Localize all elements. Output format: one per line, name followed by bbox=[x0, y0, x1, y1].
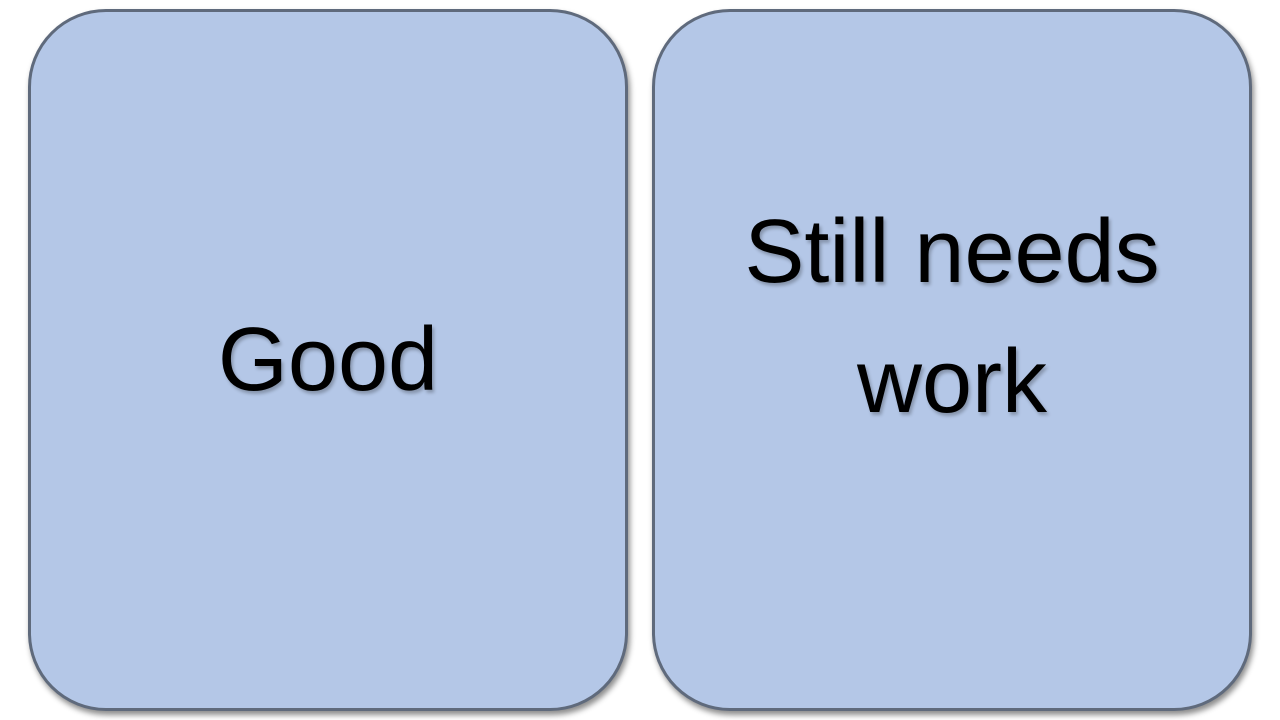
card-still-needs-work-label: Still needs work bbox=[744, 201, 1160, 433]
card-good-label: Good bbox=[217, 309, 439, 410]
card-good[interactable]: Good bbox=[28, 9, 628, 711]
card-still-needs-work[interactable]: Still needs work bbox=[652, 9, 1252, 711]
